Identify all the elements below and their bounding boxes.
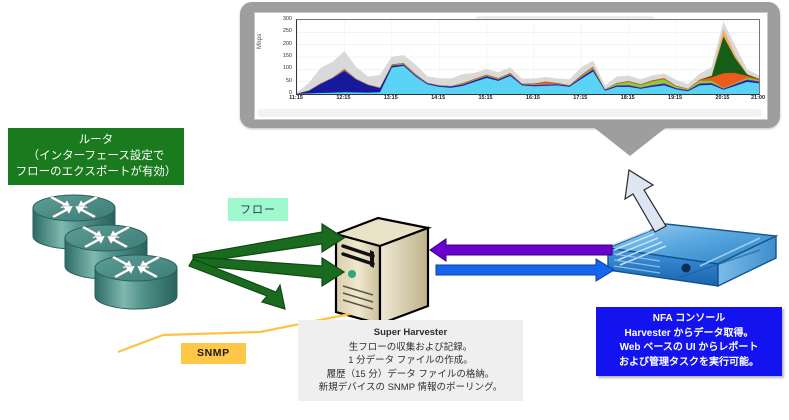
chart-y-tick: 100 <box>282 65 292 72</box>
chart-y-axis-label: Mbps <box>257 33 263 49</box>
router-icon <box>64 224 148 280</box>
chart-y-tick: 300 <box>282 16 292 22</box>
chart-x-tick: 15:15 <box>478 95 493 101</box>
chart-y-tick: 50 <box>285 77 292 84</box>
flow-tag: フロー <box>228 198 288 221</box>
chart-x-tick: 16:15 <box>525 95 540 101</box>
harvester-caption-line-3: 履歴（15 分）データ ファイルの格納。 <box>326 368 495 380</box>
nfa-console-line-1: NFA コンソール <box>652 313 726 324</box>
flow-arrow-middle <box>192 256 346 288</box>
harvester-caption-title: Super Harvester <box>373 327 448 338</box>
network-appliance-icon <box>605 223 779 288</box>
chart-y-tick: 0 <box>288 90 292 96</box>
flow-arrow-lower <box>188 258 286 310</box>
chart-x-tick: 17:15 <box>573 95 588 101</box>
chart-x-tick: 11:15 <box>289 95 303 101</box>
chart-x-tick: 18:15 <box>620 95 635 101</box>
harvester-caption-line-2: 1 分データ ファイルの作成。 <box>348 355 473 367</box>
response-arrow-blue <box>435 258 615 282</box>
chart-horizontal-scrollbar[interactable] <box>257 109 762 117</box>
chart-x-tick: 20:15 <box>715 95 730 101</box>
harvester-caption: Super Harvester 生フローの収集および記録。 1 分データ ファイ… <box>298 320 523 401</box>
chart-x-tick: 13:15 <box>383 95 398 101</box>
chart-series-gray <box>297 21 759 94</box>
nfa-console-line-3: Web ベースの UI からレポート <box>619 342 759 353</box>
router-label-line-1: ルータ <box>78 134 114 146</box>
chart-x-tick: 14:15 <box>431 95 446 101</box>
chart-y-tick: 250 <box>282 28 292 35</box>
chart-x-tick: 21:00 <box>750 95 766 101</box>
router-stack <box>30 192 182 318</box>
nfa-console-box: NFA コンソール Harvester からデータ取得。 Web ベースの UI… <box>596 307 782 376</box>
flow-arrow-top <box>192 222 346 264</box>
server-tower-icon <box>332 216 432 326</box>
nfa-console-line-4: および管理タスクを実行可能。 <box>619 356 759 368</box>
chart-series-canvas <box>296 19 760 95</box>
chart-x-tick: 19:15 <box>668 95 683 101</box>
snmp-tag: SNMP <box>181 343 246 364</box>
router-label-line-3: フローのエクスポートが有効） <box>15 166 177 178</box>
chart-y-ticks: 0 50 100 150 200 250 300 <box>269 16 295 96</box>
harvester-caption-line-4: 新規デバイスの SNMP 情報のポーリング。 <box>318 382 503 394</box>
chart-x-tick: 12:15 <box>336 95 351 101</box>
router-label-line-2: （インターフェース設定で <box>27 150 165 162</box>
flow-arrow-group <box>188 222 346 310</box>
harvester-caption-line-1: 生フローの収集および記録。 <box>348 341 473 353</box>
callout-tail <box>592 126 668 156</box>
router-icon <box>94 254 178 310</box>
chart-y-tick: 150 <box>282 53 292 59</box>
nfa-console-line-2: Harvester からデータ取得。 <box>624 327 754 339</box>
router-label-box: ルータ （インターフェース設定で フローのエクスポートが有効） <box>8 128 184 185</box>
chart-x-ticks: 11:15 12:15 13:15 14:15 15:15 16:15 17:15 18:15… <box>289 95 765 105</box>
request-arrow-purple <box>429 238 613 262</box>
chart-y-tick: 200 <box>282 40 292 47</box>
snmp-connector-tail <box>117 333 164 354</box>
